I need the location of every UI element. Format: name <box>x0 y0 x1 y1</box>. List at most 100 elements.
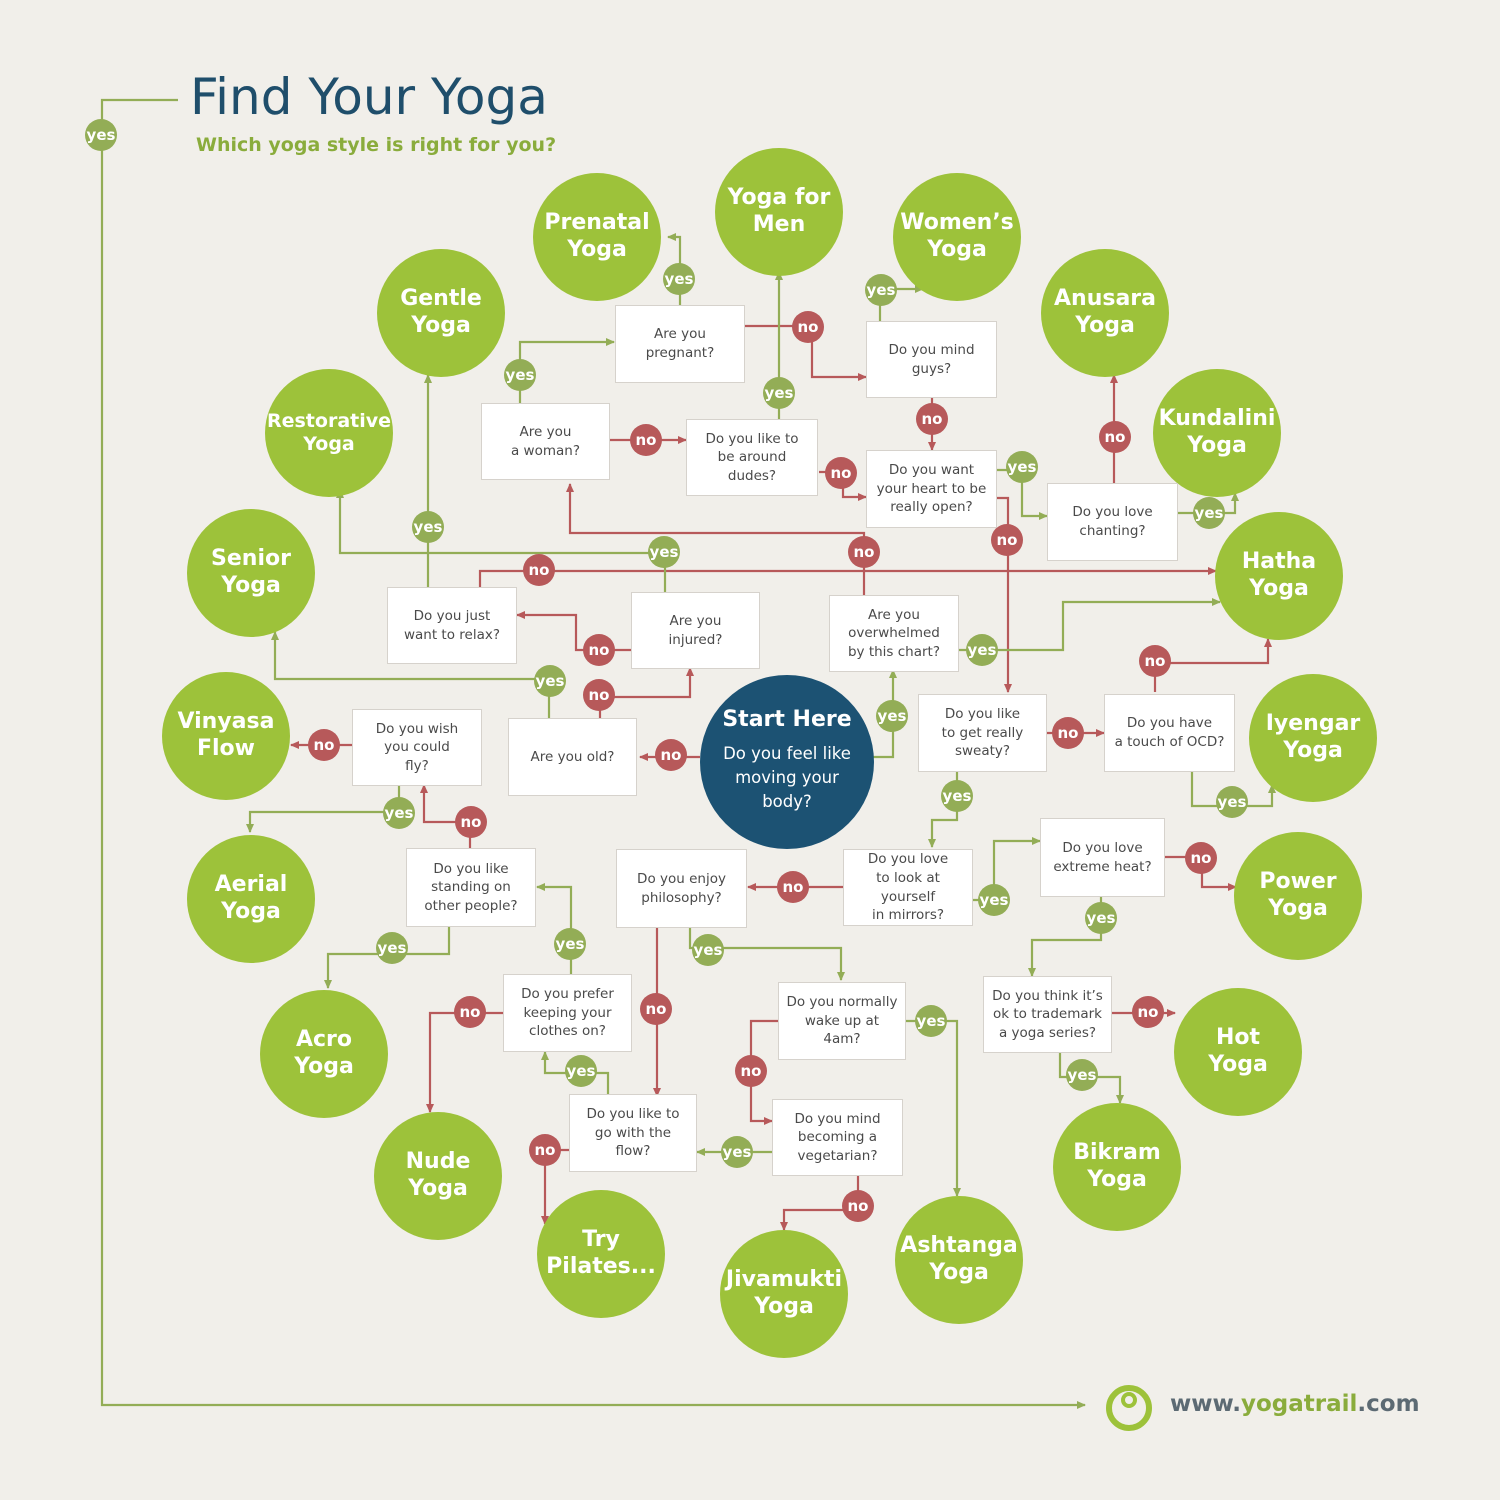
yes-badge: yes <box>663 263 695 295</box>
yes-badge: yes <box>1085 902 1117 934</box>
yogatrail-logo-icon <box>1106 1385 1152 1431</box>
question-pregnant: Are you pregnant? <box>615 305 745 383</box>
connector <box>478 567 1217 587</box>
no-badge: no <box>777 871 809 903</box>
result-acro: Acro Yoga <box>260 990 388 1118</box>
question-clothes: Do you prefer keeping your clothes on? <box>503 974 632 1052</box>
result-nude: Nude Yoga <box>374 1112 502 1240</box>
result-hatha: Hatha Yoga <box>1215 512 1343 640</box>
yes-badge: yes <box>376 932 408 964</box>
result-aerial: Aerial Yoga <box>187 835 315 963</box>
question-trademark: Do you think it’s ok to trademark a yoga… <box>983 976 1112 1053</box>
yes-badge: yes <box>1216 786 1248 818</box>
start-node: Start Here Do you feel like moving your … <box>700 675 874 849</box>
question-go-with-flow: Do you like to go with the flow? <box>569 1094 697 1172</box>
yes-badge: yes <box>504 359 536 391</box>
result-womens: Women’s Yoga <box>893 173 1021 301</box>
yes-badge: yes <box>1066 1059 1098 1091</box>
no-badge: no <box>1052 717 1084 749</box>
no-badge: no <box>655 739 687 771</box>
yes-badge: yes <box>763 377 795 409</box>
connector <box>997 496 1012 693</box>
result-try-pilates: Try Pilates... <box>537 1190 665 1318</box>
no-badge: no <box>308 729 340 761</box>
connector <box>906 1019 961 1197</box>
question-mirrors: Do you love to look at yourself in mirro… <box>843 849 973 926</box>
no-badge: no <box>454 996 486 1028</box>
yes-badge: yes <box>648 536 680 568</box>
no-badge: no <box>523 554 555 586</box>
connector <box>246 786 401 833</box>
result-power: Power Yoga <box>1234 832 1362 960</box>
no-badge: no <box>991 524 1023 556</box>
no-badge: no <box>1099 421 1131 453</box>
result-ashtanga: Ashtanga Yoga <box>895 1196 1023 1324</box>
yes-badge: yes <box>383 797 415 829</box>
no-badge: no <box>630 424 662 456</box>
result-senior: Senior Yoga <box>187 509 315 637</box>
no-badge: no <box>825 457 857 489</box>
yes-badge: yes <box>1006 451 1038 483</box>
question-ocd: Do you have a touch of OCD? <box>1104 694 1235 772</box>
page-title: Find Your Yoga <box>190 68 548 126</box>
website-link[interactable]: www.yogatrail.com <box>1170 1391 1420 1417</box>
connector <box>566 483 866 595</box>
question-heart-open: Do you want your heart to be really open… <box>866 450 997 528</box>
yes-badge: yes <box>1193 497 1225 529</box>
no-badge: no <box>1139 645 1171 677</box>
connector <box>873 669 897 759</box>
question-relax: Do you just want to relax? <box>387 587 517 664</box>
no-badge: no <box>735 1055 767 1087</box>
result-iyengar: Iyengar Yoga <box>1249 674 1377 802</box>
no-badge: no <box>583 634 615 666</box>
yes-badge: yes <box>554 928 586 960</box>
no-badge: no <box>1185 842 1217 874</box>
yes-badge: yes <box>941 780 973 812</box>
connector <box>1153 638 1272 692</box>
result-hot: Hot Yoga <box>1174 988 1302 1116</box>
no-badge: no <box>455 806 487 838</box>
question-dudes: Do you like to be around dudes? <box>686 419 818 496</box>
result-yoga-for-men: Yoga for Men <box>715 148 843 276</box>
result-prenatal: Prenatal Yoga <box>533 173 661 301</box>
question-woman: Are you a woman? <box>481 403 610 480</box>
result-restorative: Restorative Yoga <box>265 369 393 497</box>
yes-badge: yes <box>966 634 998 666</box>
yes-badge: yes <box>876 700 908 732</box>
no-badge: no <box>1132 996 1164 1028</box>
no-badge: no <box>529 1134 561 1166</box>
no-badge: no <box>848 536 880 568</box>
yes-badge: yes <box>412 511 444 543</box>
no-badge: no <box>583 679 615 711</box>
question-standing: Do you like standing on other people? <box>406 848 536 927</box>
start-title: Start Here <box>722 707 852 732</box>
result-vinyasa: Vinyasa Flow <box>162 672 290 800</box>
question-chanting: Do you love chanting? <box>1047 483 1178 561</box>
result-jivamukti: Jivamukti Yoga <box>720 1230 848 1358</box>
result-anusara: Anusara Yoga <box>1041 249 1169 377</box>
connector <box>959 598 1221 652</box>
connector <box>426 1011 503 1113</box>
question-old: Are you old? <box>508 718 637 796</box>
connector <box>336 489 667 592</box>
question-4am: Do you normally wake up at 4am? <box>778 982 906 1060</box>
question-mind-guys: Do you mind guys? <box>866 321 997 398</box>
no-badge: no <box>640 993 672 1025</box>
yes-badge: yes <box>534 665 566 697</box>
page-subtitle: Which yoga style is right for you? <box>196 134 557 156</box>
no-badge: no <box>916 403 948 435</box>
no-badge: no <box>842 1190 874 1222</box>
connector <box>100 98 1086 1409</box>
question-sweaty: Do you like to get really sweaty? <box>918 694 1047 772</box>
yes-badge: yes <box>865 274 897 306</box>
yes-badge: yes <box>692 934 724 966</box>
result-bikram: Bikram Yoga <box>1053 1103 1181 1231</box>
question-fly: Do you wish you could fly? <box>352 709 482 786</box>
question-injured: Are you injured? <box>631 592 760 669</box>
yes-badge: yes <box>721 1136 753 1168</box>
yes-badge: yes <box>978 884 1010 916</box>
yes-badge: yes <box>85 119 117 151</box>
yes-badge: yes <box>915 1005 947 1037</box>
start-question: Do you feel like moving your body? <box>723 744 851 811</box>
